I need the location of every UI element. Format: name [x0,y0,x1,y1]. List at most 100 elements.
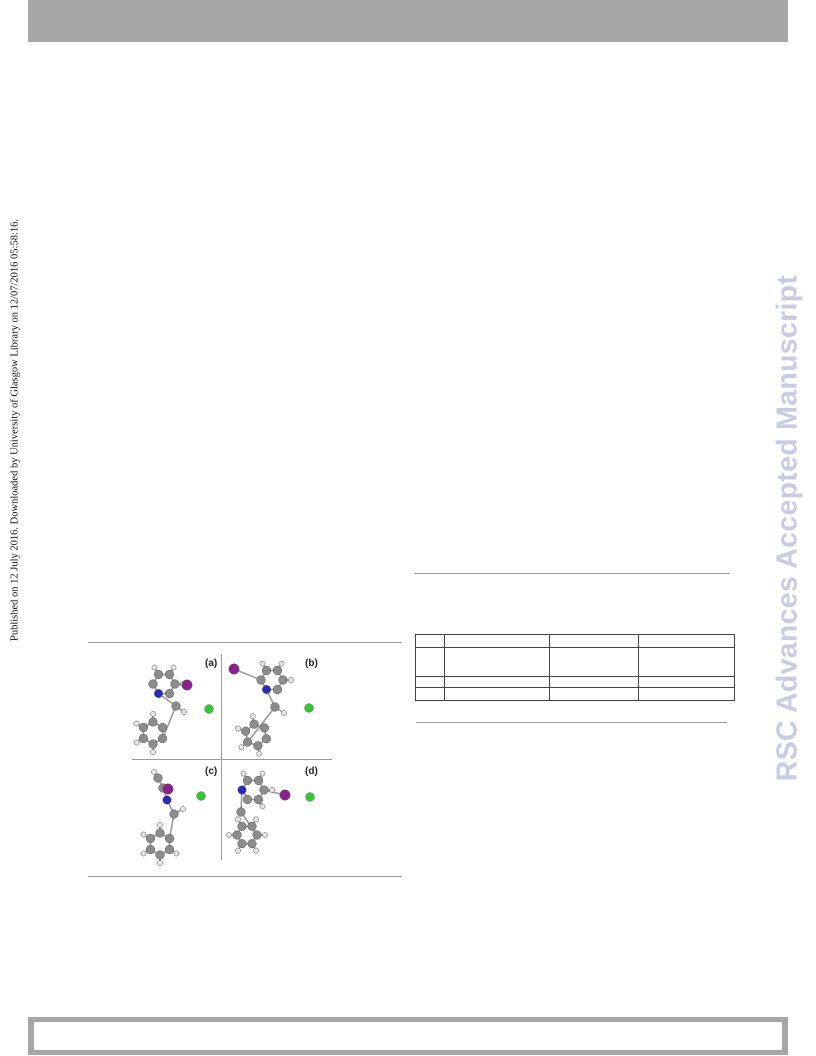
table-row [415,634,735,648]
carbon-atom [247,839,257,849]
header-bar [28,0,788,42]
carbon-atom [253,775,264,786]
nitrogen-atom [262,685,271,694]
hydrogen-atom [150,711,156,717]
carbon-atom [272,665,283,676]
carbon-atom [138,722,149,733]
hydrogen-atom [170,664,177,671]
carbon-atom [278,675,288,685]
carbon-atom [171,701,181,711]
table-cell [549,676,639,688]
table-row [415,647,735,677]
carbon-atom [155,850,165,860]
table-cell [415,634,445,648]
data-table [415,634,735,701]
table-cell [549,687,639,701]
hydrogen-atom [157,860,163,866]
carbon-atom [247,821,257,831]
hydrogen-atom [180,806,186,812]
table-cell [444,676,550,688]
hydrogen-atom [278,660,285,667]
hydrogen-atom [235,725,241,732]
table-cell [415,687,445,701]
molecule [140,769,206,866]
table-cell [549,647,639,677]
hydrogen-atom [140,831,147,838]
iodine-atom [181,679,193,691]
carbon-atom [261,665,272,676]
hydrogen-atom [151,664,158,671]
carbon-atom [153,669,164,680]
hydrogen-atom [173,850,180,857]
carbon-atom [164,688,175,699]
hydrogen-atom [226,832,232,838]
table-cell [638,634,735,648]
carbon-atom [241,726,251,736]
carbon-atom [157,733,168,744]
chlorine-atom [196,791,206,801]
panel-label-b: (b) [305,658,318,669]
hydrogen-atom [140,850,147,857]
hydrogen-atom [151,769,157,775]
chlorine-atom [304,703,314,713]
carbon-atom [169,809,179,819]
hydrogen-atom [240,770,247,777]
carbon-atom [155,828,165,838]
carbon-atom [138,733,149,744]
carbon-atom [243,737,253,747]
hydrogen-atom [133,739,140,746]
hydrogen-atom [238,744,245,751]
carbon-atom [242,775,253,786]
hydrogen-atom [181,709,187,715]
carbon-atom [153,773,163,783]
carbon-atom [145,833,156,844]
table-cell [444,634,550,648]
carbon-atom [253,741,263,751]
table-row [415,687,735,701]
carbon-atom [272,684,283,695]
carbon-atom [259,785,269,795]
hydrogen-atom [259,660,266,667]
iodine-atom [279,789,291,801]
carbon-atom [157,722,168,733]
carbon-atom [170,679,180,689]
molecule [228,660,314,757]
panel-label-d: (d) [305,766,318,777]
table-cell [638,647,735,677]
hydrogen-atom [256,750,263,757]
molecule [133,664,214,755]
hydrogen-atom [150,749,156,755]
hydrogen-atom [259,770,266,777]
figure-divider-horizontal [132,759,332,760]
hydrogen-atom [249,713,256,720]
table-cell [638,687,735,701]
carbon-atom [164,669,175,680]
bond [161,705,177,739]
carbon-atom [237,839,247,849]
hydrogen-atom [288,677,294,683]
molecule [226,770,315,854]
bond [246,706,276,743]
iodine-atom [228,663,240,675]
carbon-atom [253,794,264,805]
chlorine-atom [305,792,315,802]
figure-divider-vertical [221,654,222,860]
carbon-atom [261,734,271,744]
carbon-atom [145,844,156,855]
hydrogen-atom [253,847,259,854]
hydrogen-atom [157,822,163,828]
panel-label-c: (c) [205,766,218,777]
hydrogen-atom [262,832,268,838]
hydrogen-atom [235,816,241,823]
carbon-atom [148,679,158,689]
hydrogen-atom [259,803,266,810]
table-bottom-rule [416,722,727,723]
carbon-atom [232,830,242,840]
carbon-atom [164,833,175,844]
table-cell [444,687,550,701]
carbon-atom [256,675,266,685]
carbon-atom [148,739,158,749]
carbon-atom [259,723,269,733]
hydrogen-atom [269,787,275,793]
table-cell [549,634,639,648]
